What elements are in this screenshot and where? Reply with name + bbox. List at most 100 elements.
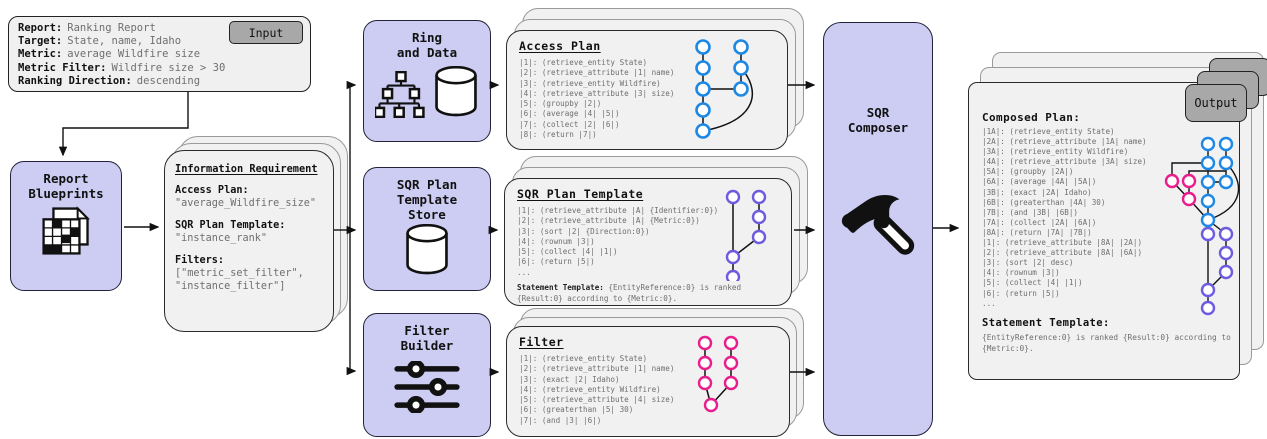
sqr-plan-template-stack: SQR Plan Template |1|: (retrieve_attribu… [504, 156, 810, 306]
hierarchy-tree-icon [375, 71, 425, 118]
code-line: |1|: (retrieve_attribute |A| {Identifier… [517, 206, 719, 215]
composed-plan-graph [1164, 136, 1240, 316]
ir-section-label: SQR Plan Template: [175, 220, 286, 231]
input-line: Metric Filter: Wildfire size > 30 [18, 62, 301, 75]
code-line: |2|: (retrieve_attribute |1| name) [519, 364, 675, 374]
hammer-icon [841, 194, 915, 255]
filter-builder-box: Filter Builder [363, 313, 491, 437]
database-icon [406, 223, 448, 275]
ring-and-data-label: Ring and Data [396, 30, 458, 60]
database-icon [435, 66, 477, 117]
input-line-label: Ranking Direction: [18, 74, 132, 87]
sqr-plan-template-store-label: SQR Plan Template Store [396, 177, 458, 222]
output-badge: Output [1185, 84, 1247, 122]
code-line: ... [982, 298, 996, 308]
information-requirement-card: Information Requirement Access Plan: "av… [164, 150, 334, 332]
code-line: |2|: (retrieve_attribute |1| name) [519, 68, 675, 78]
input-line-label: Report: [18, 22, 63, 34]
code-line: |6A|: (average |4A| |5A|) [982, 177, 1097, 187]
input-line-value: Ranking Report [67, 22, 156, 34]
input-line: Metric: average Wildfire size [18, 48, 301, 61]
code-line: |7|: (collect |2| |6|) [519, 119, 620, 129]
ir-section: Access Plan: "average_Wildfire_size" [175, 184, 323, 210]
code-line: |6|: (return |5|) [982, 288, 1060, 298]
code-line: |3|: (sort |2| desc) [982, 258, 1074, 268]
code-line: |4|: (retrieve_attribute |3| size) [519, 88, 675, 98]
code-line: |1|: (retrieve_entity State) [519, 354, 648, 363]
input-badge: Input [229, 21, 303, 44]
filter-graph [697, 335, 739, 413]
composed-plan-card: Composed Plan: |1A|: (retrieve_entity St… [968, 82, 1240, 380]
filter-title: Filter [519, 335, 564, 349]
code-line: |7|: (and |3| |6|) [519, 415, 602, 425]
sqr-plan-template-code: |1|: (retrieve_attribute |A| {Identifier… [517, 206, 779, 278]
code-line: |7A|: (collect |2A| |6A|) [982, 217, 1097, 227]
code-line: |5|: (collect |4| |1|) [517, 247, 618, 257]
output-stack: Composed Plan: |1A|: (retrieve_entity St… [968, 52, 1267, 384]
code-line: |1|: (retrieve_entity State) [519, 58, 648, 67]
statement-template-text: {EntityReference:0} is ranked {Result:0}… [517, 283, 742, 303]
input-line-label: Target: [18, 35, 63, 48]
code-line: |2A|: (retrieve_attribute |1A| name) [982, 137, 1147, 147]
code-line: |6|: (greaterthan |5| 30) [519, 405, 634, 415]
input-line-label: Metric Filter: [18, 61, 107, 74]
filter-card: Filter |1|: (retrieve_entity State)|2|: … [506, 326, 790, 437]
blueprint-grid-icon [42, 206, 90, 255]
code-line: |3|: (exact |2| Idaho) [519, 374, 620, 384]
code-line: |5|: (retrieve_attribute |4| size) [519, 395, 675, 405]
code-line: |6B|: (greaterthan |4A| 30) [982, 197, 1106, 207]
input-line: Report: Ranking Report [18, 22, 301, 35]
sqr-composer-box: SQR Composer [823, 22, 933, 436]
sqr-plan-template-card: SQR Plan Template |1|: (retrieve_attribu… [504, 178, 792, 306]
ir-section-label: Filters: [175, 255, 225, 266]
input-line-value: average Wildfire size [67, 48, 201, 61]
input-line-value: Wildfire size > 30 [111, 61, 226, 74]
code-line: |7B|: (and |3B| |6B|) [982, 207, 1079, 217]
sqr-composer-label: SQR Composer [847, 105, 909, 135]
code-line: |1A|: (retrieve_entity State) [982, 127, 1115, 136]
ir-section: Filters: ["metric_set_filter", "instance… [175, 254, 323, 293]
statement-template-label: Statement Template: [982, 316, 1110, 329]
ir-section: SQR Plan Template: "instance_rank" [175, 219, 323, 245]
code-line: |6|: (average |4| |5|) [519, 109, 620, 119]
sqr-plan-template-graph [725, 189, 767, 281]
composed-plan-title: Composed Plan: [982, 111, 1081, 124]
input-spec-box: Input Report: Ranking Report Target:State… [8, 16, 311, 92]
code-line: |3A|: (retrieve_entity Wildfire) [982, 147, 1129, 157]
code-line: |3|: (retrieve_entity Wildfire) [519, 78, 661, 88]
input-line: Ranking Direction: descending [18, 75, 301, 88]
filter-code: |1|: (retrieve_entity State)|2|: (retrie… [519, 354, 777, 426]
code-line: ... [517, 267, 531, 277]
code-line: |2|: (retrieve_attribute |8A| |6A|) [982, 248, 1143, 258]
report-blueprints-label: Report Blueprints [28, 171, 104, 201]
ir-section-value: "average_Wildfire_size" [175, 198, 317, 209]
code-line: |2|: (retrieve_attribute |A| {Metric:0}) [517, 216, 700, 226]
composed-plan-code: |1A|: (retrieve_entity State)|2A|: (retr… [982, 127, 1227, 309]
sliders-icon [394, 359, 460, 415]
sqr-plan-template-title: SQR Plan Template [517, 187, 644, 201]
statement-template-text: {EntityReference:0} is ranked {Result:0}… [982, 332, 1231, 353]
sqr-plan-template-store-box: SQR Plan Template Store [363, 167, 491, 291]
code-line: |3B|: (exact |2A| Idaho) [982, 187, 1092, 197]
code-line: |6|: (return |5|) [517, 257, 595, 267]
input-line-value: descending [136, 74, 201, 87]
filter-stack: Filter |1|: (retrieve_entity State)|2|: … [506, 308, 806, 439]
access-plan-card: Access Plan |1|: (retrieve_entity State)… [506, 30, 788, 150]
statement-template-label: Statement Template: [517, 283, 604, 293]
code-line: |4A|: (retrieve_attribute |3A| size) [982, 157, 1147, 167]
code-line: |5|: (groupby |2|) [519, 99, 602, 109]
access-plan-code: |1|: (retrieve_entity State)|2|: (retrie… [519, 58, 775, 140]
filter-builder-label: Filter Builder [400, 323, 454, 353]
code-line: |1|: (retrieve_attribute |8A| |2A|) [982, 238, 1143, 248]
code-line: |4|: (retrieve_entity Wildfire) [519, 384, 661, 394]
input-line-label: Metric: [18, 48, 63, 61]
input-line: Target:State, name, Idaho [18, 35, 301, 48]
report-blueprints-box: Report Blueprints [10, 161, 122, 291]
access-plan-graph [695, 39, 754, 139]
code-line: |5|: (collect |4| |1|) [982, 278, 1083, 288]
ir-section-value: "instance_rank" [175, 233, 268, 244]
code-line: |8A|: (return |7A| |7B|) [982, 227, 1092, 237]
code-line: |4|: (rownum |3|) [517, 236, 595, 246]
code-line: |5A|: (groupby |2A|) [982, 167, 1074, 177]
